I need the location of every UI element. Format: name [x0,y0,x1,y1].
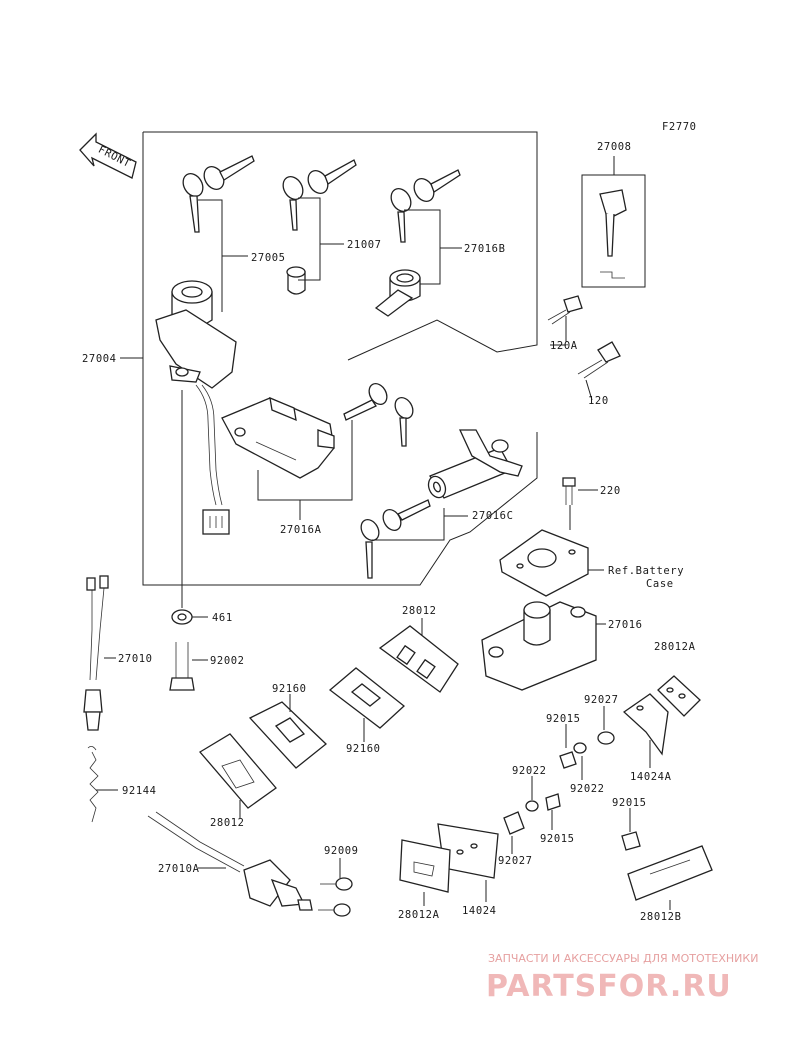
ref-battery-line1: Ref.Battery [608,565,684,577]
label-28012-bottom: 28012 [210,817,245,829]
assembly-frame [142,131,538,586]
key-icon [360,499,431,579]
bracket-icon [437,823,499,879]
label-120: 120 [588,395,609,407]
bolt-icon [547,295,583,325]
label-92160-a: 92160 [272,683,307,695]
watermark-subtitle: ЗАПЧАСТИ И АКСЕССУАРЫ ДЛЯ МОТОТЕХНИКИ [488,952,758,965]
switch-wire-icon [83,575,109,731]
label-21007: 21007 [347,239,382,251]
washer-icon [171,609,193,625]
label-92009: 92009 [324,845,359,857]
label-92027-a: 92027 [584,694,619,706]
label-27008: 27008 [597,141,632,153]
spacer-icon [597,731,615,745]
label-27016: 27016 [608,619,643,631]
label-27010a: 27010A [158,863,200,875]
reflector-plate-icon [657,675,701,717]
gasket-icon [328,667,406,729]
reflector-icon [399,839,451,893]
label-28012a-top: 28012A [654,641,696,653]
reflector-icon [199,733,277,809]
ignition-switch-icon [155,280,237,535]
nut-icon [545,793,561,811]
key-icon [182,155,255,233]
label-92022-a: 92022 [512,765,547,777]
spring-icon [87,746,99,823]
label-28012a-bottom: 28012A [398,909,440,921]
label-27004: 27004 [82,353,117,365]
label-14024a: 14024A [630,771,672,783]
nut-icon [559,751,577,769]
label-92022-b: 92022 [570,783,605,795]
label-28012b: 28012B [640,911,682,923]
key-blank-box [581,174,646,288]
key-icon [282,159,357,231]
label-27005: 27005 [251,252,286,264]
washer-icon [525,800,539,812]
bolt-icon [562,477,576,505]
figure-code: F2770 [662,121,697,133]
bolt-icon [169,642,195,691]
reflector-icon [378,625,459,693]
label-92015-b: 92015 [540,833,575,845]
label-27016c: 27016C [472,510,514,522]
bolt-icon [577,341,621,379]
label-220: 220 [600,485,621,497]
seat-lock-icon [374,269,421,317]
label-92027-b: 92027 [498,855,533,867]
label-92015-c: 92015 [612,797,647,809]
key-icon [390,169,461,243]
seat-lock-tube-icon [427,429,523,499]
label-92160-b: 92160 [346,743,381,755]
label-120a: 120A [550,340,578,352]
front-arrow-icon: FRONT [79,132,137,179]
ref-battery-line2: Case [646,578,674,590]
label-27010: 27010 [118,653,153,665]
label-461: 461 [212,612,233,624]
watermark-brand: PARTSFOR.RU [486,969,732,1004]
washer-icon [573,742,587,754]
nut-icon [621,831,641,851]
reflector-icon [627,845,713,901]
leader-lines [96,156,671,910]
label-92144: 92144 [122,785,157,797]
label-27016b: 27016B [464,243,506,255]
lock-housing-icon [221,396,335,479]
lock-cylinder-icon [286,266,306,295]
key-icon [343,383,414,447]
label-92002: 92002 [210,655,245,667]
bracket-icon [622,693,669,756]
lock-base-icon [481,601,597,691]
spacer-icon [503,811,525,835]
screw-icon [320,877,353,891]
label-92015-a: 92015 [546,713,581,725]
label-27016a: 27016A [280,524,322,536]
gasket-icon [248,701,327,769]
label-14024: 14024 [462,905,497,917]
screw-icon [318,903,351,917]
battery-case-bracket-icon [499,529,589,597]
label-28012-top: 28012 [402,605,437,617]
stop-switch-icon [147,811,313,911]
